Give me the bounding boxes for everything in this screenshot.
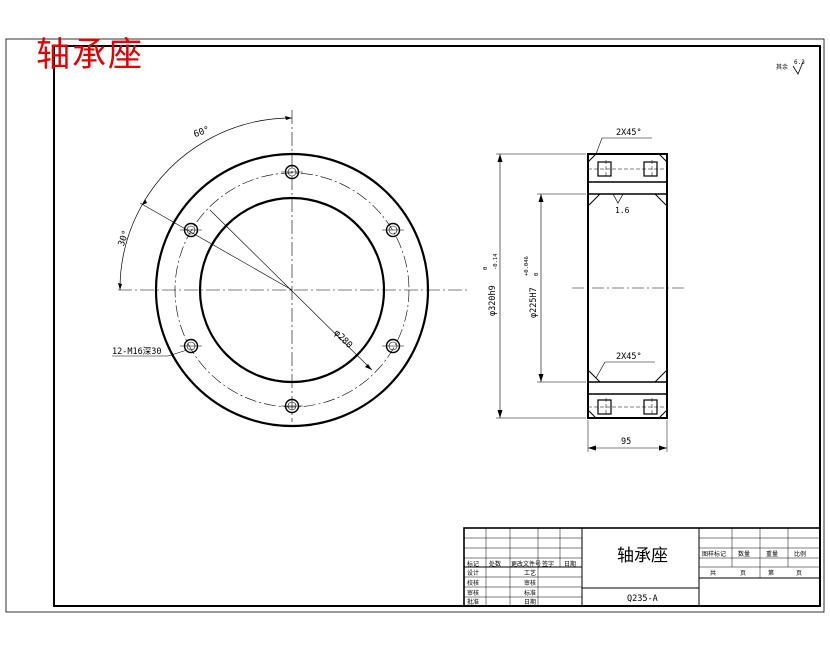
width-dim-label: 95 (621, 437, 631, 447)
corner-title: 轴承座 (36, 35, 144, 75)
bolt-circle-dim-arrow (365, 364, 372, 370)
hole-center-marks (180, 171, 404, 407)
bolt-callout-leader (167, 349, 188, 357)
outer-dia-label: φ320h9 (488, 285, 498, 316)
rev-header-mark: 标记 (467, 560, 479, 568)
right-headers: 图样标记 数量 重量 比例 (702, 550, 806, 558)
inner-dia-tol-upper: +0.046 (524, 256, 530, 276)
side-body-outline (587, 153, 668, 419)
row-process: 工艺 (524, 569, 536, 577)
arrow-30-end (118, 283, 122, 290)
angle-60-arc (141, 117, 293, 206)
outer-chamfers (587, 153, 668, 419)
sheet-total-unit: 页 (740, 570, 746, 577)
header-drawing-mark: 图样标记 (702, 550, 726, 558)
sheet-total-label: 共 (710, 569, 716, 577)
chamfer-bottom-label: 2X45° (616, 352, 642, 362)
bolt-circle (174, 172, 410, 408)
row-approve: 批准 (467, 598, 479, 606)
part-name: 轴承座 (617, 546, 668, 566)
revision-headers: 标记 处数 更改文件号 签字 日期 (467, 560, 576, 568)
row-review: 审核 (467, 589, 479, 597)
header-quantity: 数量 (738, 550, 750, 558)
roughness-note-value: 6.3 (794, 59, 805, 66)
inner-dia-tol-lower: 0 (534, 273, 540, 276)
material-label: Q235-A (627, 594, 658, 604)
chamfer-top-leader (595, 137, 603, 155)
row-check: 校核 (467, 579, 479, 587)
outer-dia-tol-upper: 0 (483, 267, 489, 270)
header-weight: 重量 (766, 550, 778, 558)
rev-header-date: 日期 (564, 560, 576, 568)
bore-chamfers (587, 193, 668, 383)
row-review-2: 审核 (524, 579, 536, 587)
header-scale: 比例 (794, 550, 806, 558)
bolt-callout-label: 12-M16深30 (112, 347, 161, 357)
outer-dia-tol-lower: -0.14 (493, 253, 499, 270)
roughness-note-text: 其余 (776, 63, 788, 71)
arrow-60-end (285, 116, 292, 120)
inner-frame (53, 45, 821, 607)
roughness-symbol-icon (792, 61, 804, 75)
approval-rows: 设计 校核 审核 批准 工艺 审核 标准 日期 (467, 569, 536, 606)
angle-60-label: 60° (193, 125, 212, 140)
bore-roughness-icon (612, 193, 624, 204)
outer-border (5, 38, 825, 613)
title-block (463, 527, 821, 607)
bolt-circle-dim-line (209, 209, 373, 371)
chamfer-bottom-leader (595, 361, 606, 379)
bore-roughness-label: 1.6 (615, 206, 630, 215)
arrow-60-start (142, 199, 147, 205)
sheet-info: 共 页 第 页 (710, 569, 802, 577)
bolt-circle-dim-label: φ280 (332, 328, 354, 350)
sheet-num-unit: 页 (796, 570, 802, 577)
row-standard: 标准 (524, 589, 536, 597)
side-section-view: 2X45° 2X45° 1.6 φ320h9 0 -0.14 φ225H7 +0… (483, 128, 684, 452)
angle-extension-line (139, 202, 293, 291)
angle-30-label: 30° (117, 229, 132, 248)
rev-header-count: 处数 (489, 560, 501, 568)
chamfer-top-label: 2X45° (616, 128, 642, 138)
row-date: 日期 (524, 598, 536, 606)
front-view: 60° 30° φ280 12-M16深30 (112, 110, 470, 428)
sheet-num-label: 第 (768, 569, 774, 577)
flange-bore-circle (198, 196, 386, 384)
angle-30-arc (119, 204, 143, 291)
row-design: 设计 (467, 569, 479, 577)
rev-header-sign: 签字 (542, 560, 554, 568)
inner-dia-label: φ225H7 (529, 287, 539, 318)
rev-header-doc: 更改文件号 (511, 560, 541, 568)
flange-outer-circle (154, 152, 430, 428)
width-dim-arrows (588, 445, 667, 451)
